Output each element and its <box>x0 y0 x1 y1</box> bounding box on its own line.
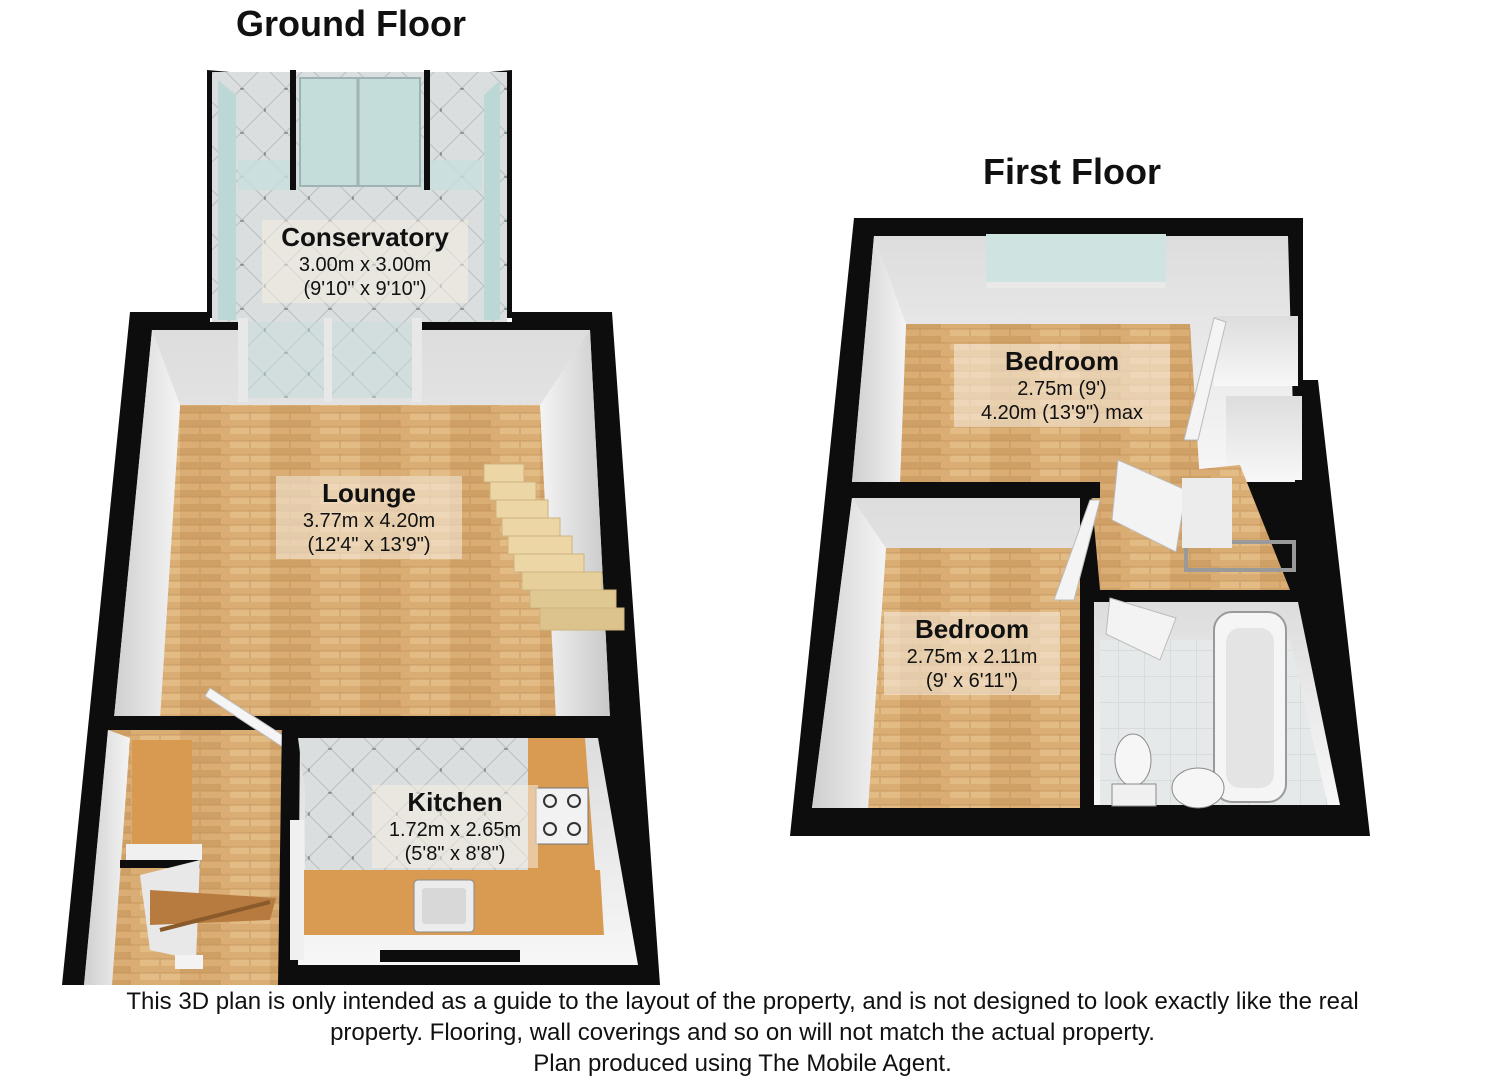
room-dimensions-max: 4.20m (13'9") max <box>980 402 1144 425</box>
room-name: Lounge <box>322 478 416 508</box>
bathroom-area <box>1082 590 1350 815</box>
disclaimer-text: This 3D plan is only intended as a guide… <box>0 986 1485 1079</box>
first-floor-title: First Floor <box>983 151 1161 192</box>
room-dimensions-imperial: (9'10" x 9'10") <box>303 278 427 301</box>
ground-floor-title: Ground Floor <box>236 3 466 44</box>
room-name: Bedroom <box>914 614 1030 644</box>
room-dimensions-metric: 2.75m (9') <box>1017 378 1107 401</box>
disclaimer-line-2: property. Flooring, wall coverings and s… <box>330 1019 1155 1046</box>
room-name: Kitchen <box>407 787 503 817</box>
room-dimensions-metric: 3.00m x 3.00m <box>298 254 432 277</box>
disclaimer-line-3: Plan produced using The Mobile Agent. <box>533 1050 952 1077</box>
ground-floor-walls <box>62 312 660 985</box>
room-label-conservatory: Conservatory 3.00m x 3.00m (9'10" x 9'10… <box>262 220 468 304</box>
room-name: Conservatory <box>281 222 449 252</box>
first-floor-plan <box>790 218 1370 836</box>
staircase <box>483 463 625 631</box>
room-name: Bedroom <box>1004 346 1120 376</box>
room-label-lounge: Lounge 3.77m x 4.20m (12'4" x 13'9") <box>276 476 462 560</box>
room-label-bedroom-2: Bedroom 2.75m x 2.11m (9' x 6'11") <box>884 612 1060 696</box>
room-dimensions-metric: 1.72m x 2.65m <box>388 819 522 842</box>
room-dimensions-imperial: (5'8" x 8'8") <box>404 843 506 866</box>
room-dimensions-imperial: (9' x 6'11") <box>925 670 1019 693</box>
room-dimensions-metric: 2.75m x 2.11m <box>906 646 1038 669</box>
room-label-bedroom-1: Bedroom 2.75m (9') 4.20m (13'9") max <box>954 344 1170 428</box>
room-label-kitchen: Kitchen 1.72m x 2.65m (5'8" x 8'8") <box>372 785 538 869</box>
disclaimer-line-1: This 3D plan is only intended as a guide… <box>126 988 1359 1015</box>
room-dimensions-imperial: (12'4" x 13'9") <box>307 534 431 557</box>
room-dimensions-metric: 3.77m x 4.20m <box>302 510 436 533</box>
